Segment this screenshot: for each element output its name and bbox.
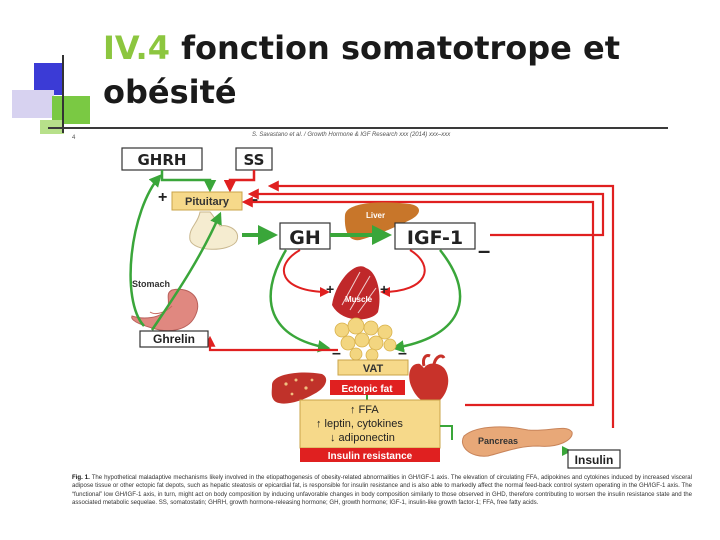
arrow-gh-muscle — [282, 249, 330, 297]
muscle-fibres — [341, 271, 377, 314]
figure-caption: Fig. 1. The hypothetical maladaptive mec… — [72, 474, 692, 508]
arrow-ghrh-pituitary — [160, 170, 217, 193]
decorative-square-blue — [34, 63, 64, 95]
arrow-igf1-muscle — [380, 249, 426, 297]
slide-title: IV.4 fonction somatotrope et obésité — [103, 26, 703, 114]
stomach-label: Stomach — [132, 279, 170, 289]
diagram: GHRH SS + – Pituitary – GH Liver IGF-1 M… — [121, 147, 621, 469]
pituitary-label: Pituitary — [185, 196, 230, 208]
title-rule — [48, 127, 668, 129]
gh-label: GH — [289, 227, 321, 249]
title-number: IV.4 — [103, 29, 170, 67]
figure-header: S. Savastano et al. / Growth Hormone & I… — [252, 132, 451, 138]
ghrh-label: GHRH — [138, 151, 187, 169]
feedback-line-outer — [267, 180, 615, 428]
arrow-ir-pancreas — [440, 425, 453, 440]
title-text: fonction somatotrope et obésité — [103, 29, 620, 111]
gh-box — [279, 222, 331, 250]
effect-ffa: ↑ FFA — [350, 404, 379, 416]
arrow-ghrelin-ss — [150, 211, 222, 331]
adipose-cluster-illustration — [334, 317, 397, 362]
ghrelin-box — [139, 330, 209, 348]
liver-label: Liver — [366, 211, 385, 220]
caption-label: Fig. 1. — [72, 474, 90, 481]
muscle-label: Muscle — [345, 295, 373, 304]
effect-adiponectin: ↓ adiponectin — [330, 432, 395, 444]
stomach-inner — [149, 305, 173, 315]
decorative-vline — [62, 55, 64, 133]
minus-pituitary: – — [248, 189, 258, 209]
minus-vat-left: – — [332, 345, 341, 362]
ss-label: SS — [244, 151, 265, 169]
heart-vessels — [422, 354, 446, 367]
minus-igf1: – — [478, 238, 490, 263]
pancreas-label: Pancreas — [478, 436, 518, 446]
arrow-ss-pituitary — [223, 170, 256, 193]
insulin-resistance-label: Insulin resistance — [328, 451, 413, 462]
fatty-liver-spots — [284, 378, 314, 396]
feedback-line-inner — [247, 188, 605, 237]
arrow-igf1-vat — [391, 249, 462, 353]
arrow-gh-vat — [269, 249, 331, 353]
vat-label: VAT — [363, 363, 384, 375]
fatty-liver-illustration — [271, 372, 327, 404]
insulin-resistance-box — [300, 448, 440, 462]
plus-muscle-left: + — [326, 281, 334, 297]
arrow-vat-ghrelin — [204, 335, 338, 352]
metabolic-effects-box — [299, 399, 441, 449]
liver-illustration — [344, 202, 419, 241]
insulin-label: Insulin — [575, 453, 614, 467]
heart-illustration — [409, 363, 449, 405]
arrow-ghrelin-ghrh — [129, 174, 162, 327]
ghrelin-label: Ghrelin — [153, 332, 195, 346]
plus-muscle-right: + — [380, 281, 388, 297]
decorative-square-lilac — [12, 90, 54, 118]
ectopic-fat-label: Ectopic fat — [341, 384, 393, 395]
igf1-label: IGF-1 — [407, 227, 463, 249]
ectopic-fat-box — [330, 380, 405, 395]
caption-text: The hypothetical maladaptive mechanisms … — [72, 474, 692, 507]
pancreas-illustration — [462, 426, 573, 457]
vat-box — [337, 359, 409, 376]
page-number: 4 — [72, 135, 76, 141]
insulin-box — [567, 449, 621, 469]
plus-pituitary: + — [158, 189, 167, 206]
feedback-line-low — [241, 196, 595, 407]
minus-vat-right: – — [398, 345, 407, 362]
decorative-square-green — [52, 96, 90, 124]
igf1-box — [394, 222, 476, 250]
effect-leptin: ↑ leptin, cytokines — [316, 418, 403, 430]
